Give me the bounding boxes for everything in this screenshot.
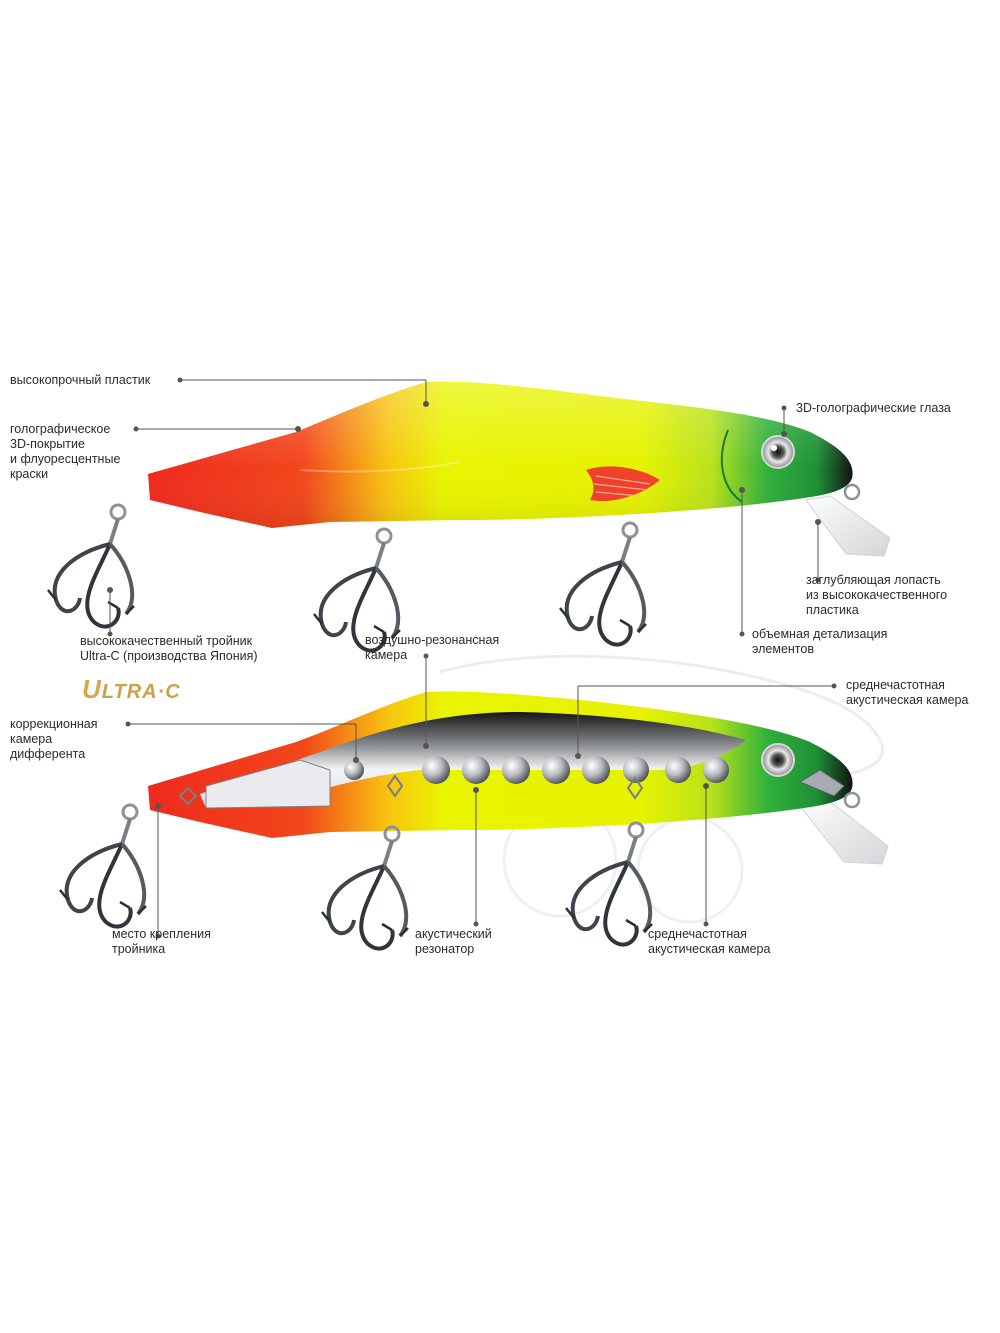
- hook-mount-point: [178, 786, 198, 806]
- cutaway-belly-hook: [320, 825, 410, 951]
- line-tie-ring: [843, 483, 861, 501]
- label-holo-coating: голографическое 3D-покрытие и флуоресцен…: [10, 422, 121, 481]
- label-plastic: высокопрочный пластик: [10, 373, 151, 387]
- label-mid-chamber-bottom: среднечастотная акустическая камера: [648, 927, 771, 956]
- cutaway-tail-hook: [58, 803, 148, 929]
- label-trim-chamber: коррекционная камера дифферента: [10, 717, 98, 761]
- callout-lines: [107, 377, 837, 939]
- label-detail: объемная детализация элементов: [752, 627, 888, 656]
- label-hook: высококачественный тройник Ultra-C (прои…: [80, 634, 258, 663]
- holographic-eye: [761, 435, 795, 469]
- label-eyes: 3D-голографические глаза: [796, 401, 951, 415]
- front-treble-hook: [558, 521, 648, 647]
- diving-lip: [805, 495, 891, 557]
- label-lip: заглубляющая лопасть из высококачественн…: [806, 573, 948, 617]
- top-lure: [46, 381, 891, 653]
- bottom-lure: [58, 654, 889, 951]
- label-hook-mount: место крепления тройника: [112, 927, 211, 956]
- label-air-chamber: воздушно-резонансная камера: [365, 633, 500, 662]
- acoustic-resonator-holes: [344, 756, 729, 784]
- tail-treble-hook: [46, 503, 136, 629]
- trim-chamber: [205, 759, 331, 809]
- ultra-c-logo: ULTRA·C: [82, 674, 181, 704]
- label-resonator: акустический резонатор: [415, 927, 492, 956]
- label-mid-chamber-top: среднечастотная акустическая камера: [846, 678, 969, 707]
